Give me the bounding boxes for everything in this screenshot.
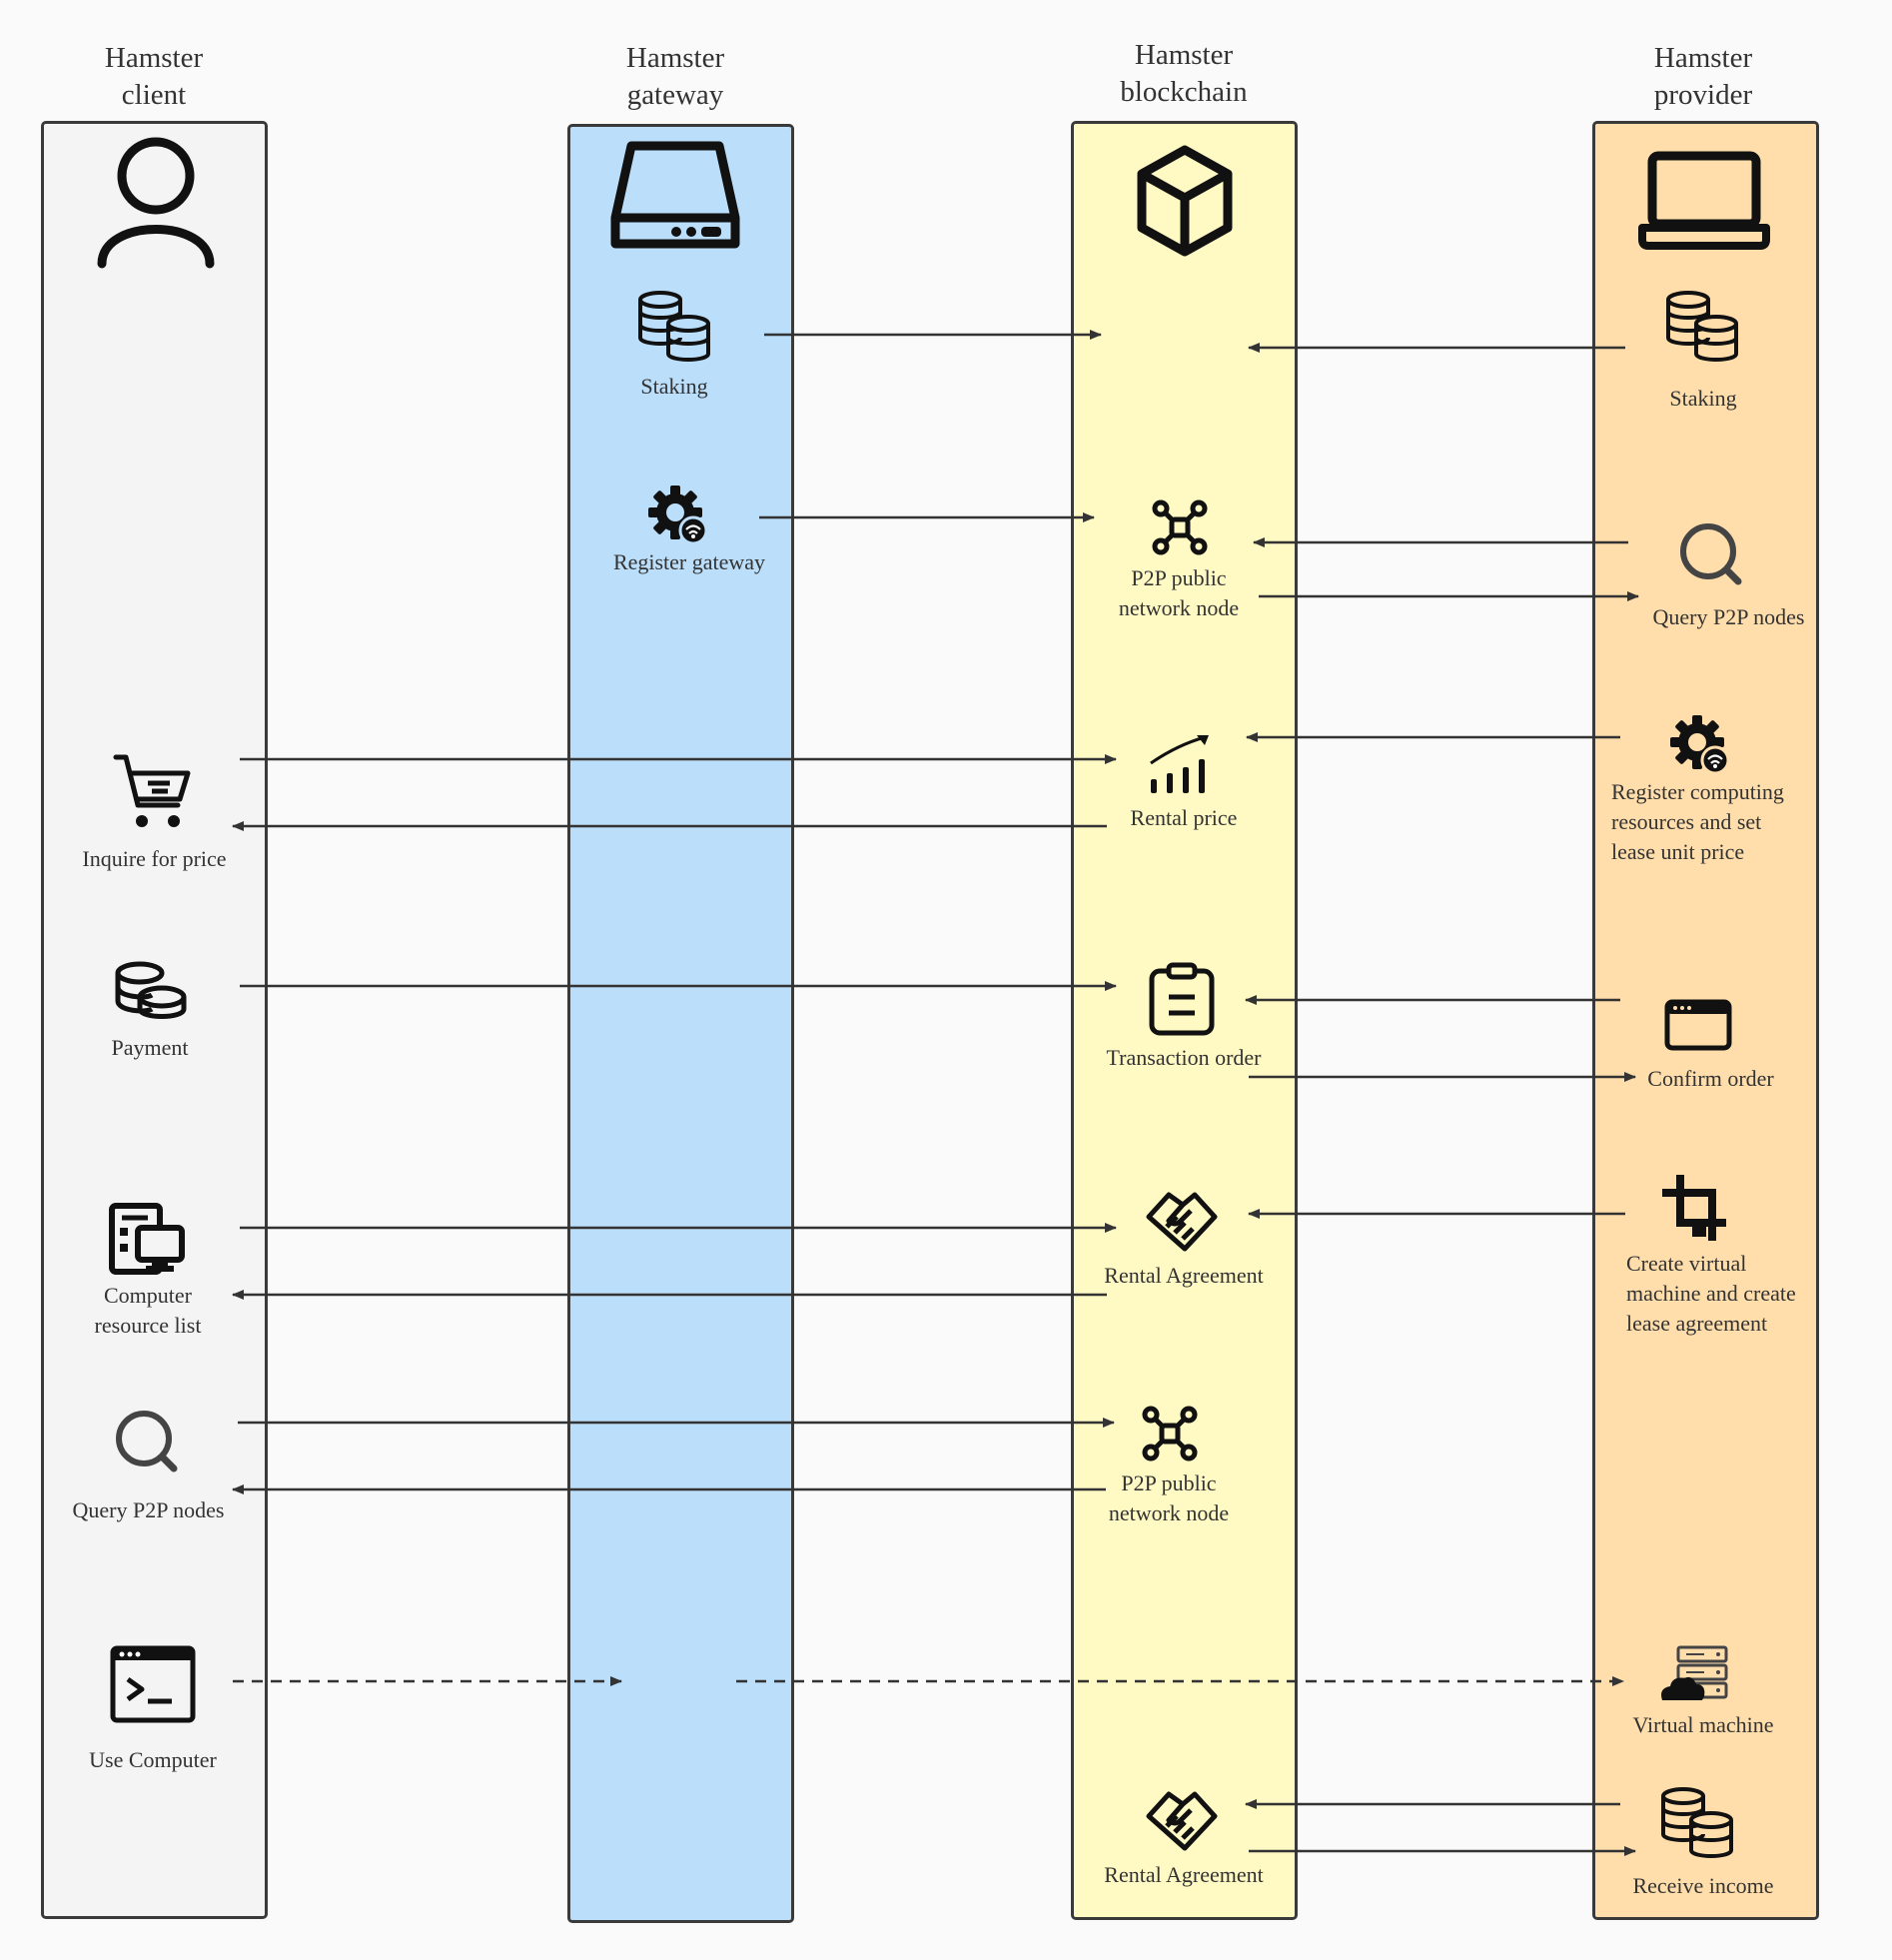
provider-register-label: Register computing resources and set lea… — [1611, 779, 1784, 864]
coins-stack-icon — [1661, 1787, 1733, 1858]
confirm-order-label: Confirm order — [1647, 1066, 1774, 1091]
coins-stack-icon — [1666, 291, 1738, 362]
header-client: Hamster client — [104, 42, 204, 111]
gear-wifi-icon — [648, 486, 708, 545]
handshake-icon — [1146, 1791, 1218, 1851]
chart-trend-icon — [1150, 735, 1209, 793]
payment-label: Payment — [111, 1035, 189, 1060]
browser-window-icon — [1664, 999, 1732, 1051]
coins-icon — [115, 961, 187, 1019]
p2p-node-1-label: P2P public network node — [1118, 565, 1240, 620]
gateway-staking-label: Staking — [640, 374, 708, 399]
rental-price-label: Rental price — [1130, 805, 1238, 830]
search-icon — [116, 1411, 178, 1472]
terminal-icon — [110, 1645, 196, 1723]
network-node-icon — [1152, 499, 1208, 555]
gear-wifi-icon — [1670, 715, 1730, 775]
lane-blockchain — [1071, 121, 1298, 1920]
provider-query-label: Query P2P nodes — [1652, 604, 1805, 629]
provider-staking-label: Staking — [1669, 386, 1737, 411]
create-vm-label: Create virtual machine and create lease … — [1626, 1251, 1796, 1336]
gateway-register-label: Register gateway — [612, 549, 766, 574]
virtual-machine-label: Virtual machine — [1632, 1712, 1774, 1737]
clipboard-icon — [1149, 962, 1215, 1036]
lane-gateway — [567, 124, 794, 1923]
rental-agreement-2-label: Rental Agreement — [1104, 1862, 1264, 1887]
crop-icon — [1662, 1175, 1726, 1241]
header-provider: Hamster provider — [1653, 42, 1753, 111]
devices-icon — [109, 1203, 185, 1275]
handshake-icon — [1146, 1192, 1218, 1252]
laptop-icon — [1638, 151, 1770, 250]
cloud-server-icon — [1661, 1645, 1728, 1700]
rental-agreement-1-label: Rental Agreement — [1104, 1263, 1264, 1288]
client-query-label: Query P2P nodes — [72, 1497, 225, 1522]
inquire-label: Inquire for price — [82, 846, 227, 871]
network-node-icon — [1142, 1406, 1198, 1462]
lane-provider — [1592, 121, 1819, 1920]
p2p-node-2-label: P2P public network node — [1108, 1470, 1230, 1525]
cart-icon — [113, 754, 191, 827]
header-gateway: Hamster gateway — [625, 42, 725, 111]
transaction-order-label: Transaction order — [1106, 1045, 1262, 1070]
receive-income-label: Receive income — [1632, 1873, 1774, 1898]
cube-icon — [1137, 145, 1233, 257]
resource-list-label: Computer resource list — [94, 1283, 202, 1338]
use-computer-label: Use Computer — [89, 1747, 217, 1772]
header-blockchain: Hamster blockchain — [1120, 39, 1248, 108]
server-icon — [610, 141, 740, 249]
search-icon — [1680, 523, 1742, 585]
coins-stack-icon — [638, 291, 710, 362]
lane-client — [41, 121, 268, 1919]
user-icon — [97, 137, 215, 269]
